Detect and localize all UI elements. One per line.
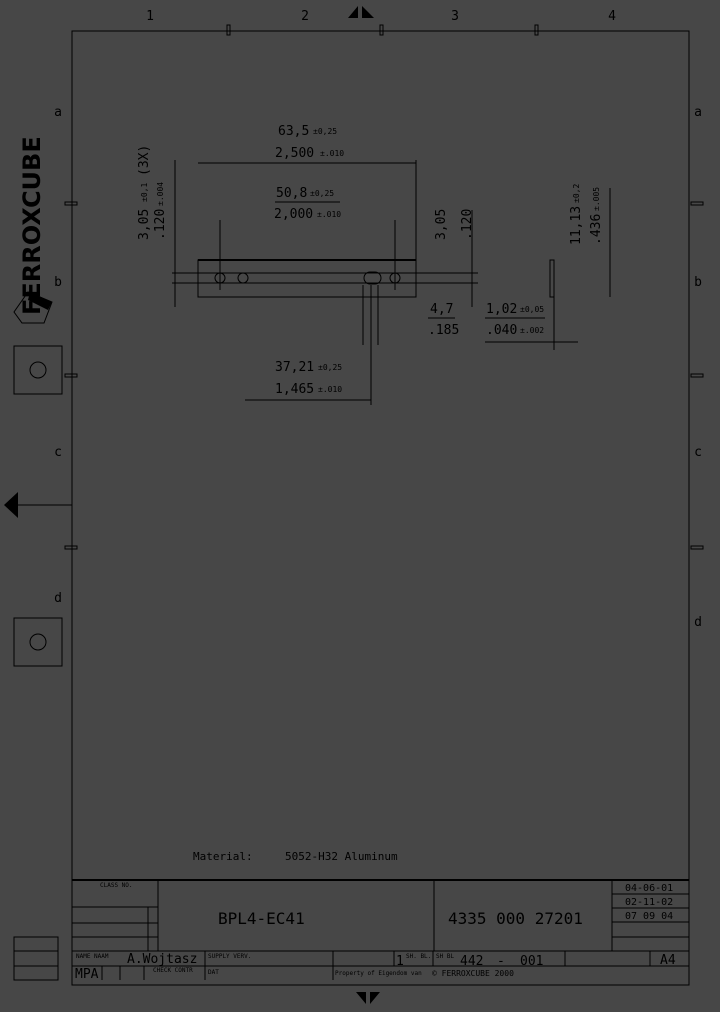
dim-length-mm: 63,5 <box>278 124 309 139</box>
part-number: 4335 000 27201 <box>448 909 583 928</box>
dim-tol: ±0,05 <box>520 305 544 314</box>
centering-arrow-left-icon <box>4 492 18 518</box>
dim-width-mm: 11,13 <box>569 206 584 245</box>
row-label: a <box>694 105 702 120</box>
dim-hole-count: (3X) <box>137 145 152 176</box>
class-no-label: CLASS NO. <box>100 882 133 889</box>
dim-tol: ±.010 <box>318 385 342 394</box>
dim-tol: ±0,1 <box>140 183 149 202</box>
column-label: 2 <box>301 9 309 24</box>
dim-tol: ±0,25 <box>310 189 334 198</box>
drawing-frame <box>71 30 690 986</box>
dim-offset-in: 1,465 <box>275 382 314 397</box>
dim-hole-mm: 3,05 <box>137 209 152 240</box>
sheet-number: 1 <box>396 954 404 969</box>
date: 07 09 04 <box>625 911 673 922</box>
row-label: d <box>694 615 702 630</box>
part-side-view <box>549 259 555 298</box>
column-label: 3 <box>451 9 459 24</box>
dim-thick-mm: 1,02 <box>486 302 517 317</box>
dim-tol: ±.010 <box>320 149 344 158</box>
dim-slot-in: .185 <box>428 323 459 338</box>
part-name: BPL4-EC41 <box>218 909 305 928</box>
check-label: CHECK CONTR <box>153 967 193 974</box>
dim-hole-in: .120 <box>153 209 168 240</box>
dim-tol: ±0,25 <box>318 363 342 372</box>
ferroxcube-logo: FERROXCUBE <box>18 136 46 315</box>
part-front-view <box>172 259 478 298</box>
dimension-lines <box>174 160 611 405</box>
author-name: A.Wojtasz <box>127 952 197 967</box>
name-label: NAME NAAM <box>76 953 109 960</box>
row-label: d <box>54 591 62 606</box>
dim-thick-in: .040 <box>486 323 517 338</box>
dim-length-in: 2,500 <box>275 146 314 161</box>
row-label: b <box>54 275 62 290</box>
copyright: © FERROXCUBE 2000 <box>432 969 514 978</box>
row-label: a <box>54 105 62 120</box>
centering-arrow-bottom-icon <box>356 992 380 1004</box>
date: 02-11-02 <box>625 897 673 908</box>
row-label: c <box>54 445 62 460</box>
dim-height-in: .120 <box>460 209 475 240</box>
dim-height-mm: 3,05 <box>434 209 449 240</box>
dim-offset-mm: 37,21 <box>275 360 314 375</box>
paper-format: A4 <box>660 953 676 968</box>
column-label: 4 <box>608 9 616 24</box>
dim-tol: ±.002 <box>520 326 544 335</box>
dim-tol: ±.004 <box>156 182 165 206</box>
material-label: Material: <box>193 850 253 863</box>
dim-width-in: .436 <box>589 214 604 245</box>
dim-tol: ±0,25 <box>313 127 337 136</box>
supply-label: SUPPLY VERV. <box>208 953 251 960</box>
drawing-number: 442 <box>460 954 483 969</box>
dim-tol: ±.010 <box>317 210 341 219</box>
dim-pitch-mm: 50,8 <box>276 186 307 201</box>
date-label: DAT <box>208 969 219 976</box>
material-value: 5052-H32 Aluminum <box>285 850 398 863</box>
projection-symbol-icon <box>13 345 63 667</box>
row-label: b <box>694 275 702 290</box>
drawing-dash: - <box>497 954 505 969</box>
zone-ticks <box>64 24 704 550</box>
row-label: c <box>694 445 702 460</box>
department: MPA <box>75 967 99 982</box>
title-block <box>13 879 689 981</box>
property-label: Property of Eigendom van <box>335 970 422 977</box>
dim-tol: ±0,2 <box>572 184 581 203</box>
dim-pitch-in: 2,000 <box>274 207 313 222</box>
cube-logo-icon <box>13 291 53 324</box>
revision: 001 <box>520 954 543 969</box>
date: 04-06-01 <box>625 883 673 894</box>
centering-arrow-top-icon <box>348 6 374 18</box>
dim-tol: ±.005 <box>592 187 601 211</box>
column-label: 1 <box>146 9 154 24</box>
sheet-code: SH BL <box>436 953 454 960</box>
sheet-label: SH. BL. <box>406 953 431 960</box>
dim-slot-mm: 4,7 <box>430 302 453 317</box>
